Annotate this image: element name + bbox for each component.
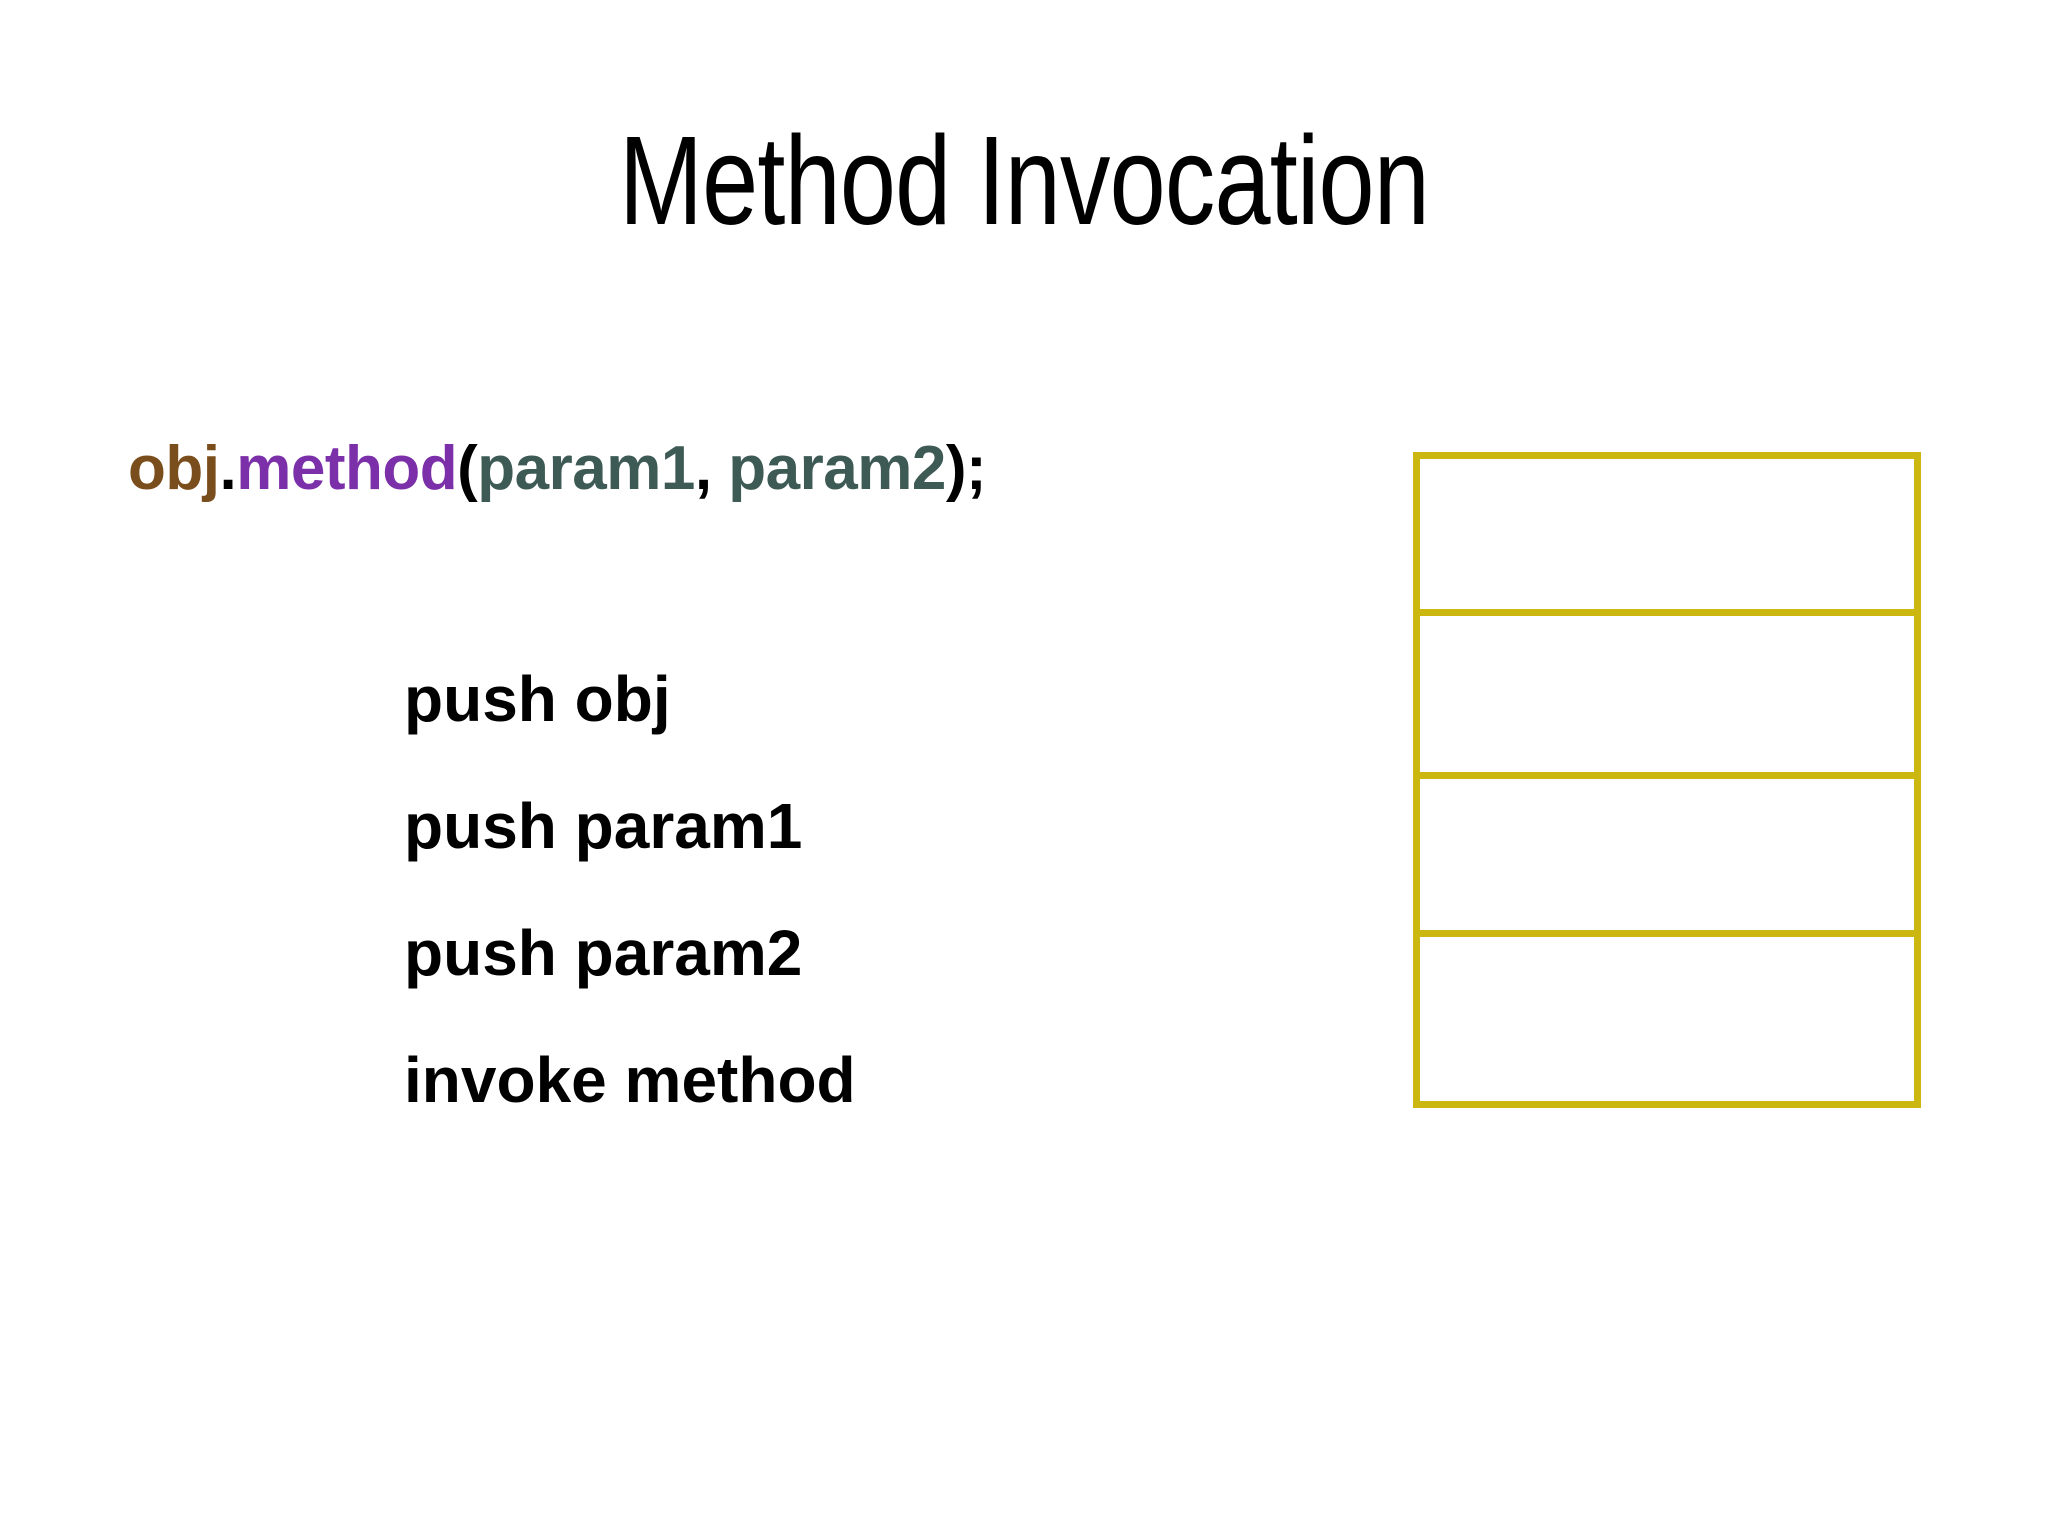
code-token-open-paren: ( [457,434,478,503]
code-token-param1: param1 [477,434,695,503]
code-line: obj.method(param1, param2); [128,438,987,500]
instruction-line: push obj [404,663,671,735]
stack-diagram [1413,452,1921,1108]
stack-cell [1420,459,1914,616]
instruction-list: push obj push param1 push param2 invoke … [404,636,856,1144]
stack-cell [1420,779,1914,937]
code-token-dot: . [219,434,237,503]
code-token-comma: , [694,434,729,503]
code-token-method: method [236,434,458,503]
code-token-obj: obj [128,434,220,503]
instruction-line: push param1 [404,790,803,862]
page-title: Method Invocation [618,110,1430,251]
instruction-line: push param2 [404,917,803,989]
stack-cell [1420,615,1914,780]
stack-cell [1420,936,1914,1101]
instruction-line: invoke method [404,1044,856,1116]
code-token-param2: param2 [728,434,946,503]
code-token-close: ); [945,434,987,503]
